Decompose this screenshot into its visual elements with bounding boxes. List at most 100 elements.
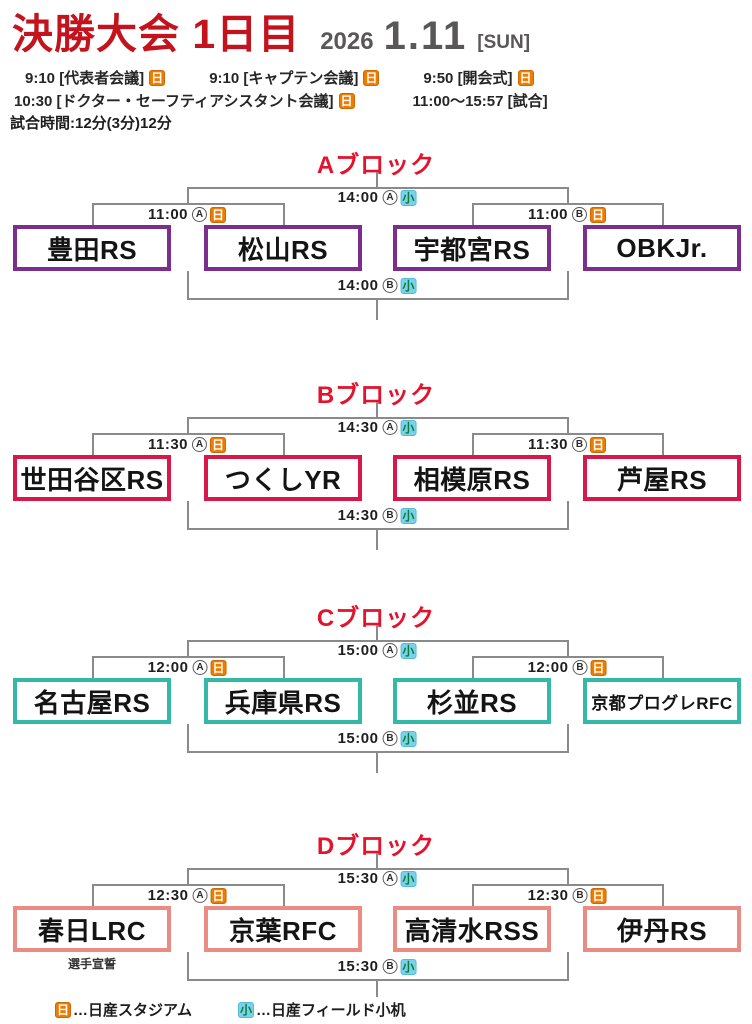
legend-text: …日産スタジアム [73,1002,192,1019]
nissan-stadium-icon: 日 [210,436,227,453]
date-day: 1.11 [383,14,468,59]
bracket-line [472,656,664,658]
team-box: OBKJr. [583,225,741,271]
venue-legend: 日 …日産スタジアム 小 …日産フィールド小机 [55,999,406,1020]
team-name: 名古屋RS [33,687,151,718]
nissan-stadium-icon: 日 [517,69,534,86]
nissan-field-kozukue-icon: 小 [237,1001,254,1018]
bracket-line [472,884,474,906]
bracket-line [567,640,569,658]
bracket-line [376,853,378,868]
team-box: 宇都宮RS [393,225,551,271]
bracket-line [567,271,569,298]
team-box: 京都プログレRFC [583,678,741,724]
team-name: 兵庫県RS [224,687,342,718]
match-time: 12:00 [527,659,569,676]
match-time-left: 11:30 A 日 [148,436,227,453]
match-time: 12:30 [147,887,189,904]
bracket-line [187,724,189,751]
block-a-title: Aブロック [316,152,436,179]
nissan-field-kozukue-icon: 小 [400,277,417,294]
bracket-line [187,417,189,435]
bracket-line [472,203,474,225]
match-time-right: 11:00 B 日 [528,206,607,223]
match-time: 15:00 [337,642,379,659]
bracket-line [187,187,569,189]
legend-text: …日産フィールド小机 [255,1002,406,1019]
date-weekday: [SUN] [477,32,531,54]
team-name: 京葉RFC [229,915,337,946]
bracket-line [92,433,285,435]
block-c: Cブロック 15:00 A 小 12:00 A 日 12:00 B 日 [0,598,752,783]
legend-item: 小 …日産フィールド小机 [237,999,406,1020]
bracket-line [92,656,285,658]
nissan-stadium-icon: 日 [210,659,227,676]
header: 決勝大会 1日目 2026 1.11 [SUN] [12,11,531,59]
block-b: Bブロック 14:30 A 小 11:30 A 日 11:30 B 日 [0,375,752,560]
slot-b-icon: B [572,207,588,222]
block-d: Dブロック 15:30 A 小 12:30 A 日 12:30 B 日 [0,826,752,1011]
block-d-title: Dブロック [316,833,436,860]
bracket-line [283,656,285,678]
schedule-item: 9:50 [開会式] 日 [423,67,534,88]
schedule-item: 11:00〜15:57 [試合] [413,90,548,111]
slot-a-icon: A [382,190,398,205]
bracket-line [567,952,569,979]
bracket-line [187,868,189,886]
page-title: 決勝大会 1日目 [12,11,301,57]
bracket-line [92,884,285,886]
team-box: 名古屋RS [13,678,171,724]
schedule-row-2: 10:30 [ドクター・セーフティアシスタント会議] 日 11:00〜15:57… [14,90,548,111]
team-box: 杉並RS [393,678,551,724]
match-time-bottom: 15:30 B 小 [338,958,417,975]
bracket-line [92,884,94,906]
match-time-left: 11:00 A 日 [148,206,227,223]
bracket-line [662,656,664,678]
match-time-left: 12:00 A 日 [148,659,227,676]
bracket-line [187,751,569,753]
match-time: 14:30 [337,507,379,524]
match-time-top: 15:00 A 小 [338,642,417,659]
bracket-line [472,884,664,886]
team-name: 伊丹RS [616,915,708,946]
match-time: 14:30 [337,419,379,436]
bracket-line [92,203,94,225]
bracket-line [376,172,378,187]
nissan-stadium-icon: 日 [210,887,227,904]
slot-b-icon: B [382,508,398,523]
slot-b-icon: B [572,437,588,452]
schedule-text: 10:30 [ドクター・セーフティアシスタント会議] [14,93,334,110]
nissan-field-kozukue-icon: 小 [400,419,417,436]
match-time: 15:00 [337,730,379,747]
team-box: つくしYR [204,455,362,501]
bracket-line [187,187,189,205]
bracket-line [187,640,189,658]
team-name: 松山RS [237,234,329,265]
bracket-line [662,884,664,906]
bracket-line [187,952,189,979]
date-year: 2026 [320,27,374,55]
team-box: 相模原RS [393,455,551,501]
bracket-line [567,501,569,528]
bracket-line [376,981,378,997]
nissan-stadium-icon: 日 [55,1001,71,1018]
bracket-line [92,203,285,205]
match-time-bottom: 14:30 B 小 [338,507,417,524]
bracket-line [187,501,189,528]
team-box: 高清水RSS [393,906,551,952]
slot-a-icon: A [382,871,398,886]
team-box: 兵庫県RS [204,678,362,724]
bracket-line [567,187,569,205]
event-date: 2026 1.11 [SUN] [320,14,531,59]
match-time: 12:30 [527,887,569,904]
nissan-field-kozukue-icon: 小 [400,507,417,524]
slot-a-icon: A [382,420,398,435]
slot-a-icon: A [192,207,208,222]
nissan-stadium-icon: 日 [590,887,607,904]
slot-a-icon: A [192,437,208,452]
team-box: 春日LRC [13,906,171,952]
team-name: つくしYR [224,464,342,495]
match-time-bottom: 15:00 B 小 [338,730,417,747]
match-time-bottom: 14:00 B 小 [338,277,417,294]
